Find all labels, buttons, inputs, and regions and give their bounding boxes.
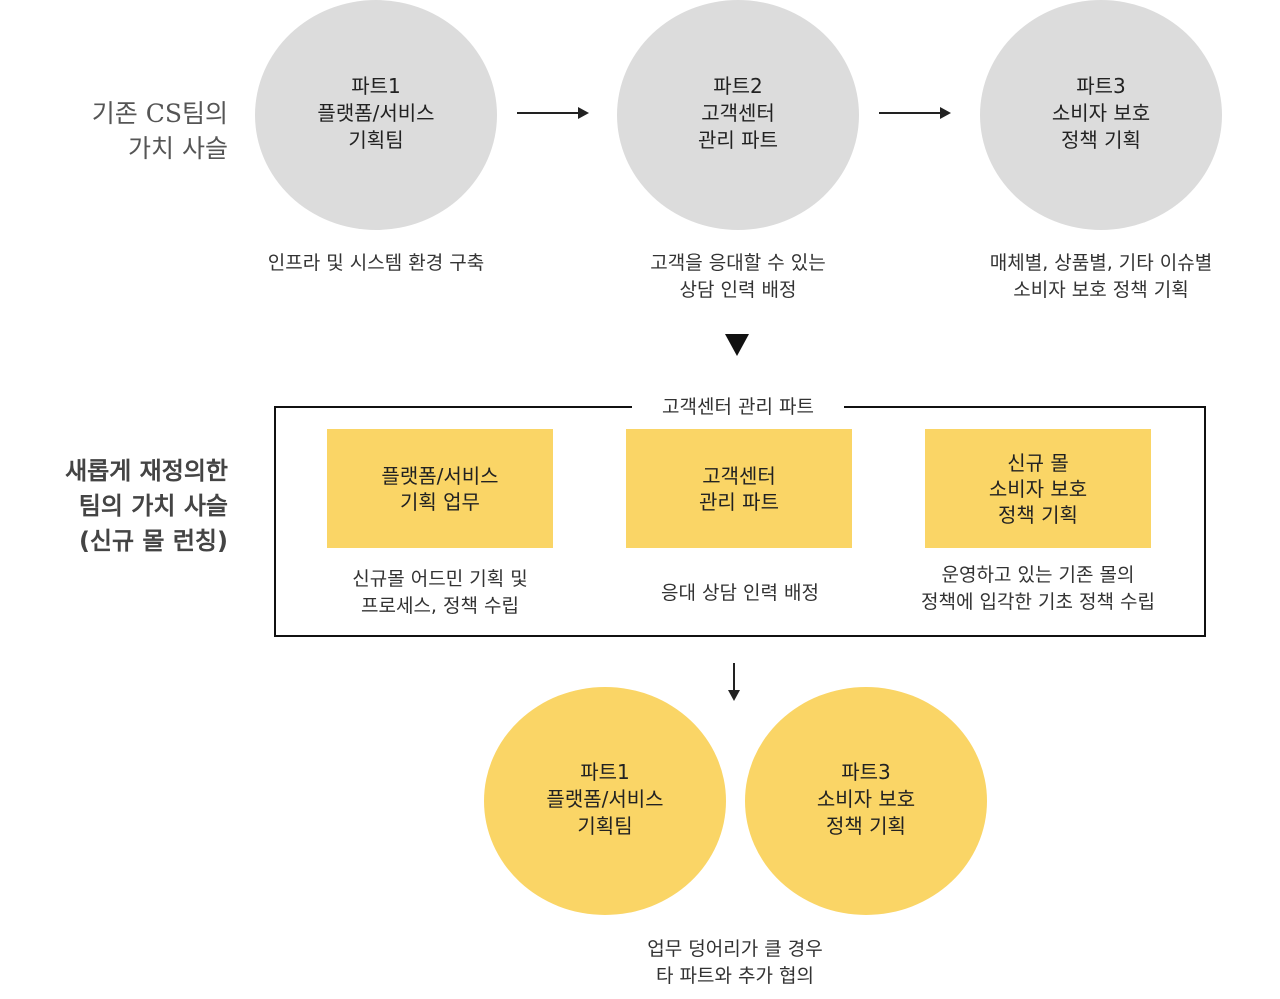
old-part3-circle: 파트3 소비자 보호 정책 기획: [980, 0, 1222, 230]
cs-center-rect-text: 고객센터 관리 파트: [699, 463, 779, 514]
new-part3-circle-text: 파트3 소비자 보호 정책 기획: [816, 759, 916, 838]
new-part3-circle: 파트3 소비자 보호 정책 기획: [745, 687, 987, 915]
arrow-down-icon: [728, 663, 740, 701]
old-part2-caption: 고객을 응대할 수 있는 상담 인력 배정: [650, 252, 826, 301]
old-part3-caption: 매체별, 상품별, 기타 이슈별 소비자 보호 정책 기획: [989, 252, 1213, 301]
consumer-protection-rect: 신규 몰 소비자 보호 정책 기획: [925, 429, 1151, 548]
old-part2-circle-text: 파트2 고객센터 관리 파트: [698, 73, 778, 152]
new-part1-circle-text: 파트1 플랫폼/서비스 기획팀: [546, 759, 664, 838]
old-part1-caption: 인프라 및 시스템 환경 구축: [267, 252, 485, 274]
new-part1-circle: 파트1 플랫폼/서비스 기획팀: [484, 687, 726, 915]
bottom-caption: 업무 덩어리가 클 경우 타 파트와 추가 협의: [647, 938, 823, 987]
old-part2-circle: 파트2 고객센터 관리 파트: [617, 0, 859, 230]
new-value-chain-label: 새롭게 재정의한 팀의 가치 사슬 (신규 몰 런칭): [65, 457, 228, 555]
cs-center-rect: 고객센터 관리 파트: [626, 429, 852, 548]
old-part1-circle-text: 파트1 플랫폼/서비스 기획팀: [317, 73, 435, 152]
platform-planning-rect-text: 플랫폼/서비스 기획 업무: [381, 463, 499, 514]
platform-planning-rect: 플랫폼/서비스 기획 업무: [327, 429, 553, 548]
consumer-protection-caption: 운영하고 있는 기존 몰의 정책에 입각한 기초 정책 수립: [921, 564, 1155, 613]
cs-center-caption: 응대 상담 인력 배정: [661, 582, 819, 604]
cs-center-part-box-title: 고객센터 관리 파트: [632, 394, 844, 420]
old-value-chain-label: 기존 CS팀의 가치 사슬: [91, 99, 228, 163]
old-part3-circle-text: 파트3 소비자 보호 정책 기획: [1051, 73, 1151, 152]
platform-planning-caption: 신규몰 어드민 기획 및 프로세스, 정책 수립: [352, 568, 528, 617]
arrow-right-icon: [879, 107, 951, 119]
triangle-down-icon: [725, 334, 749, 356]
consumer-protection-rect-text: 신규 몰 소비자 보호 정책 기획: [988, 450, 1088, 527]
arrow-right-icon: [517, 107, 589, 119]
old-part1-circle: 파트1 플랫폼/서비스 기획팀: [255, 0, 497, 230]
